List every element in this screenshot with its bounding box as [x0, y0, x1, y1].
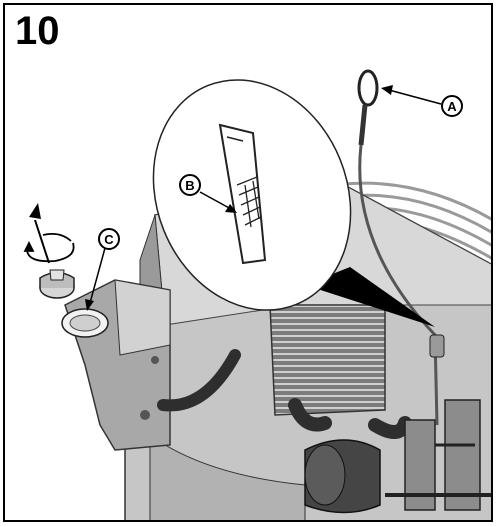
callout-c-label: C: [104, 232, 114, 247]
rotate-counterclockwise-icon: [23, 232, 75, 263]
callout-c: C: [85, 228, 120, 311]
filler-housing: [61, 279, 171, 451]
oil-filter: [304, 439, 381, 514]
lift-up-arrow-icon: [29, 203, 50, 264]
callout-b-label: B: [185, 178, 194, 193]
figure-frame: 10: [3, 3, 493, 522]
callout-a-label: A: [447, 99, 457, 114]
oil-cooler: [269, 304, 386, 416]
magnifier-pointer: [305, 267, 435, 327]
engine-illustration: A B C: [23, 69, 491, 520]
callout-b: B: [179, 174, 237, 213]
lower-brackets: [385, 399, 491, 511]
magnified-inset: [152, 79, 352, 311]
callout-a: A: [381, 85, 463, 117]
oil-fill-cap: [39, 269, 75, 299]
step-number: 10: [15, 9, 60, 53]
hoses: [157, 349, 412, 439]
